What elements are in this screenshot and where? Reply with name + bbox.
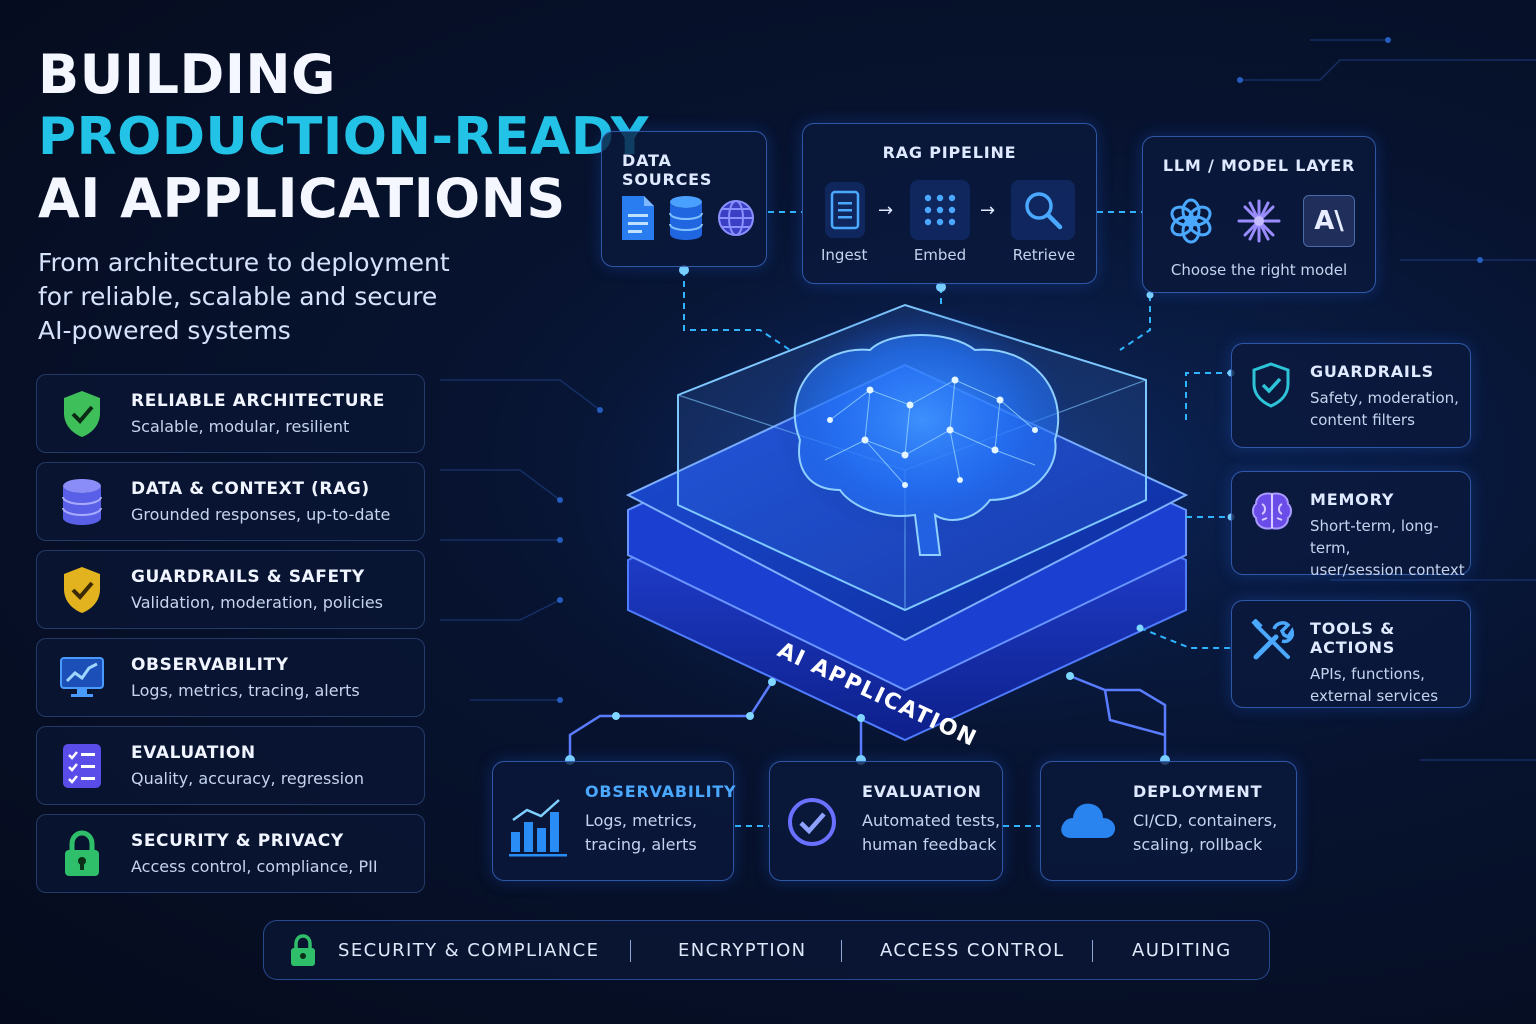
card-title: LLM / MODEL LAYER (1162, 156, 1356, 175)
monitor-chart-icon (57, 653, 107, 703)
lock-icon (57, 829, 107, 879)
cloud-icon (1057, 796, 1117, 858)
card-line-1: Safety, moderation, (1310, 389, 1459, 407)
evaluation-card: EVALUATION Automated tests, human feedba… (769, 761, 1003, 881)
step-label-embed: Embed (913, 246, 967, 264)
feature-subtitle: Logs, metrics, tracing, alerts (131, 681, 360, 700)
tools-actions-card: TOOLS & ACTIONS APIs, functions, externa… (1231, 600, 1471, 708)
card-line-2: user/session context (1310, 561, 1465, 579)
feature-subtitle: Scalable, modular, resilient (131, 417, 350, 436)
brain-icon (1250, 490, 1292, 532)
subtitle: From architecture to deployment for reli… (38, 246, 508, 348)
card-line-1: CI/CD, containers, (1133, 811, 1278, 830)
bar-chart-icon (509, 796, 569, 858)
divider (630, 940, 631, 962)
database-icon (57, 477, 107, 527)
connectors (683, 211, 1231, 827)
card-line-2: external services (1310, 687, 1439, 705)
card-line-1: Logs, metrics, (585, 811, 698, 830)
feature-observability: OBSERVABILITY Logs, metrics, tracing, al… (36, 638, 425, 717)
card-line-2: tracing, alerts (585, 835, 697, 854)
anthropic-logo-icon: A\ (1303, 195, 1355, 247)
card-title: RAG PIPELINE (882, 143, 1017, 162)
tools-icon (1250, 618, 1295, 661)
card-title: EVALUATION (862, 782, 982, 801)
card-title: DEPLOYMENT (1133, 782, 1263, 801)
title-line-3: AI APPLICATIONS (38, 167, 566, 230)
card-line-1: Short-term, long-term, (1310, 517, 1439, 557)
guardrails-card: GUARDRAILS Safety, moderation, content f… (1231, 343, 1471, 448)
card-title: TOOLS & ACTIONS (1310, 619, 1396, 657)
title-line-2: PRODUCTION-READY (38, 107, 649, 167)
subtitle-line-2: for reliable, scalable and secure (38, 282, 438, 311)
feature-evaluation: EVALUATION Quality, accuracy, regression (36, 726, 425, 805)
feature-subtitle: Quality, accuracy, regression (131, 769, 365, 788)
arrow-right-icon: → (878, 200, 894, 221)
subtitle-line-1: From architecture to deployment (38, 248, 450, 277)
feature-subtitle: Validation, moderation, policies (131, 593, 384, 612)
card-line-1: APIs, functions, (1310, 665, 1425, 683)
observability-card: OBSERVABILITY Logs, metrics, tracing, al… (492, 761, 737, 881)
lock-icon (289, 934, 317, 972)
arrow-right-icon: → (980, 200, 996, 221)
grid-dots-icon (910, 180, 970, 240)
document-icon (825, 182, 865, 238)
openai-logo-icon (1167, 197, 1215, 249)
main-title: BUILDING PRODUCTION-READY AI APPLICATION… (38, 44, 649, 230)
checklist-icon (57, 741, 107, 791)
solid-connectors (568, 674, 1167, 760)
card-title: GUARDRAILS (1310, 362, 1434, 381)
feature-title: DATA & CONTEXT (RAG) (131, 479, 370, 499)
security-item: SECURITY & COMPLIANCE (338, 940, 600, 961)
shield-check-icon (57, 565, 107, 615)
rag-pipeline-card: RAG PIPELINE → → Ingest Embed Retrieve (802, 123, 1097, 284)
feature-data-context: DATA & CONTEXT (RAG) Grounded responses,… (36, 462, 425, 541)
feature-title: OBSERVABILITY (131, 655, 289, 675)
card-title: OBSERVABILITY (585, 782, 737, 801)
card-title: MEMORY (1310, 490, 1395, 509)
title-line-1: BUILDING (38, 43, 336, 106)
feature-subtitle: Access control, compliance, PII (131, 857, 378, 876)
divider (841, 940, 842, 962)
feature-subtitle: Grounded responses, up-to-date (131, 505, 391, 524)
deployment-card: DEPLOYMENT CI/CD, containers, scaling, r… (1040, 761, 1297, 881)
memory-card: MEMORY Short-term, long-term, user/sessi… (1231, 471, 1471, 579)
security-item: ACCESS CONTROL (880, 940, 1065, 961)
shield-check-icon (1250, 362, 1292, 408)
card-line-2: scaling, rollback (1133, 835, 1263, 854)
llm-model-layer-card: LLM / MODEL LAYER A\ Choose the right mo… (1142, 136, 1376, 293)
feature-reliable-architecture: RELIABLE ARCHITECTURE Scalable, modular,… (36, 374, 425, 453)
card-line-1: Automated tests, (862, 811, 1001, 830)
feature-title: SECURITY & PRIVACY (131, 831, 344, 851)
feature-title: RELIABLE ARCHITECTURE (131, 391, 386, 411)
card-line-2: human feedback (862, 835, 997, 854)
card-subtitle: Choose the right model (1170, 261, 1348, 279)
globe-icon (716, 194, 756, 246)
card-line-2: content filters (1310, 411, 1415, 429)
database-icon (668, 194, 704, 246)
spark-icon (1235, 197, 1283, 249)
data-sources-card: DATA SOURCES (601, 131, 767, 267)
step-label-retrieve: Retrieve (1012, 246, 1076, 264)
brain-graphic (772, 305, 1072, 556)
feature-title: GUARDRAILS & SAFETY (131, 567, 365, 587)
feature-list: RELIABLE ARCHITECTURE Scalable, modular,… (36, 374, 425, 902)
shield-check-icon (57, 389, 107, 439)
security-item: AUDITING (1132, 940, 1232, 961)
check-circle-icon (786, 796, 846, 858)
subtitle-line-3: AI-powered systems (38, 316, 291, 345)
card-title: DATA SOURCES (622, 151, 713, 189)
step-label-ingest: Ingest (821, 246, 868, 264)
feature-security-privacy: SECURITY & PRIVACY Access control, compl… (36, 814, 425, 893)
feature-title: EVALUATION (131, 743, 256, 763)
feature-guardrails-safety: GUARDRAILS & SAFETY Validation, moderati… (36, 550, 425, 629)
document-icon (620, 194, 656, 246)
security-item: ENCRYPTION (678, 940, 807, 961)
divider (1092, 940, 1093, 962)
security-bar: SECURITY & COMPLIANCE ENCRYPTION ACCESS … (263, 920, 1270, 980)
search-icon (1011, 180, 1075, 240)
